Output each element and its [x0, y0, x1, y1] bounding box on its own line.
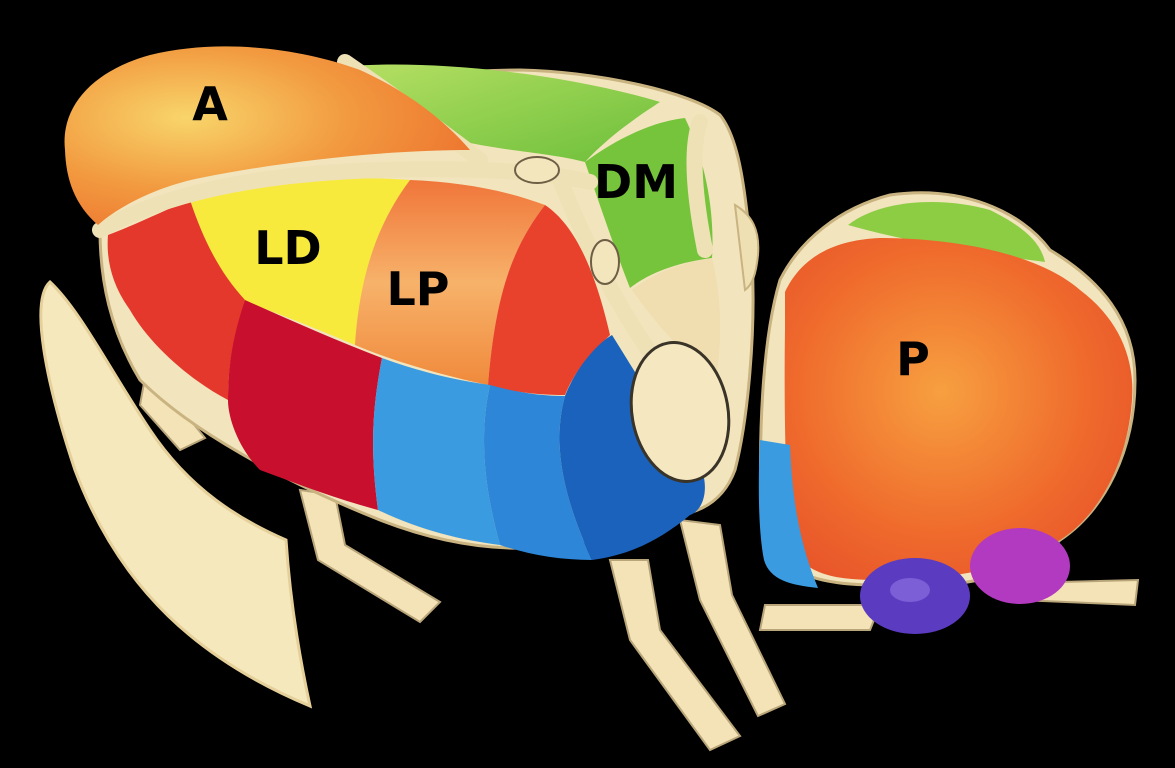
- label-a: A: [192, 77, 228, 131]
- spiracle-mid: [591, 240, 619, 284]
- spiracle-upper: [515, 157, 559, 183]
- label-p: P: [896, 332, 930, 386]
- label-ld: LD: [254, 221, 322, 275]
- p-magenta-lobe: [970, 528, 1070, 604]
- p-purple-highlight: [890, 578, 930, 602]
- label-dm: DM: [594, 155, 678, 209]
- label-lp: LP: [386, 262, 449, 316]
